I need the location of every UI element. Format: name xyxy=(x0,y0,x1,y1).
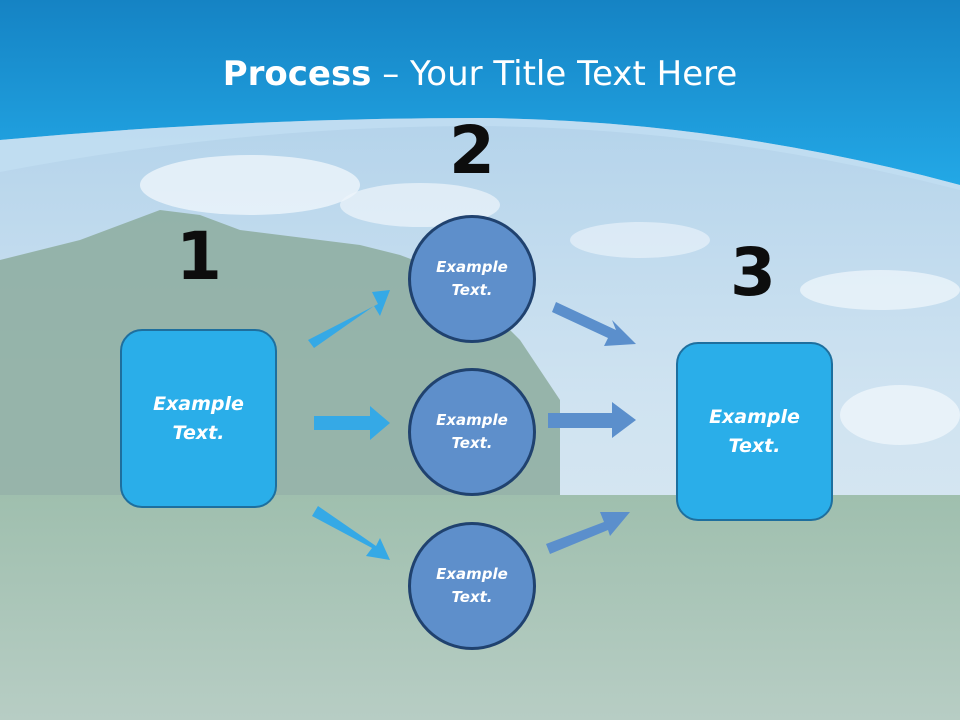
arrow-2-to-3-bottom xyxy=(546,512,630,554)
arrow-2-to-3-middle xyxy=(548,402,636,438)
slide-title: Process – Your Title Text Here xyxy=(0,52,960,96)
step-number-3: 3 xyxy=(730,234,776,311)
title-bold: Process xyxy=(222,54,372,94)
arrow-2-to-3-top xyxy=(552,302,636,346)
step-2-circle-top: Example Text. xyxy=(408,215,536,343)
step-1-box: Example Text. xyxy=(120,329,277,508)
step-2-circle-middle: Example Text. xyxy=(408,368,536,496)
step-2-text-middle: Example Text. xyxy=(436,411,508,452)
title-rest: – Your Title Text Here xyxy=(371,54,738,94)
step-3-box: Example Text. xyxy=(676,342,833,521)
step-1-text: Example Text. xyxy=(153,392,244,444)
step-number-1: 1 xyxy=(176,218,222,295)
step-2-text-bottom: Example Text. xyxy=(436,565,508,606)
step-2-circle-bottom: Example Text. xyxy=(408,522,536,650)
arrow-1-to-2-middle xyxy=(314,406,390,440)
step-number-2: 2 xyxy=(449,112,495,189)
step-2-text-top: Example Text. xyxy=(436,258,508,299)
arrow-1-to-2-top xyxy=(308,290,390,348)
step-3-text: Example Text. xyxy=(709,405,800,457)
arrow-1-to-2-bottom xyxy=(312,506,390,560)
